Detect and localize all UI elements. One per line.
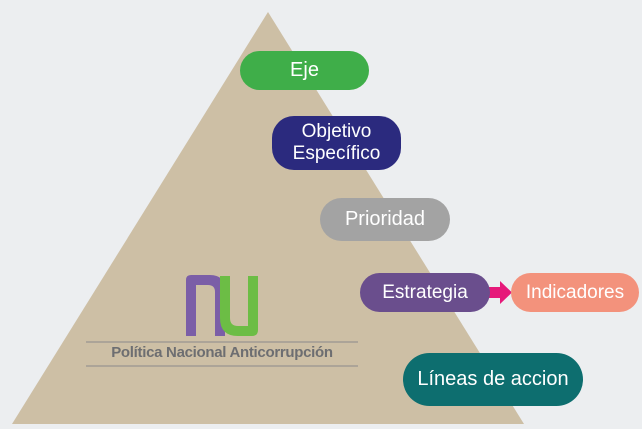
pnn-logo-icon [186, 275, 258, 336]
node-objetivo-especifico: Objetivo Específico [272, 116, 401, 170]
node-prioridad: Prioridad [320, 198, 450, 241]
node-objetivo-line-1: Objetivo [301, 121, 372, 142]
node-objetivo-line-2: Específico [292, 143, 381, 164]
node-lineas-de-accion: Líneas de accion [403, 353, 583, 406]
arrow-icon [488, 281, 512, 304]
logo-caption: Política Nacional Anticorrupción [111, 344, 333, 361]
node-estrategia: Estrategia [360, 273, 490, 312]
node-indicadores: Indicadores [511, 273, 639, 312]
node-eje: Eje [240, 51, 369, 90]
pyramid-shape [12, 12, 524, 424]
